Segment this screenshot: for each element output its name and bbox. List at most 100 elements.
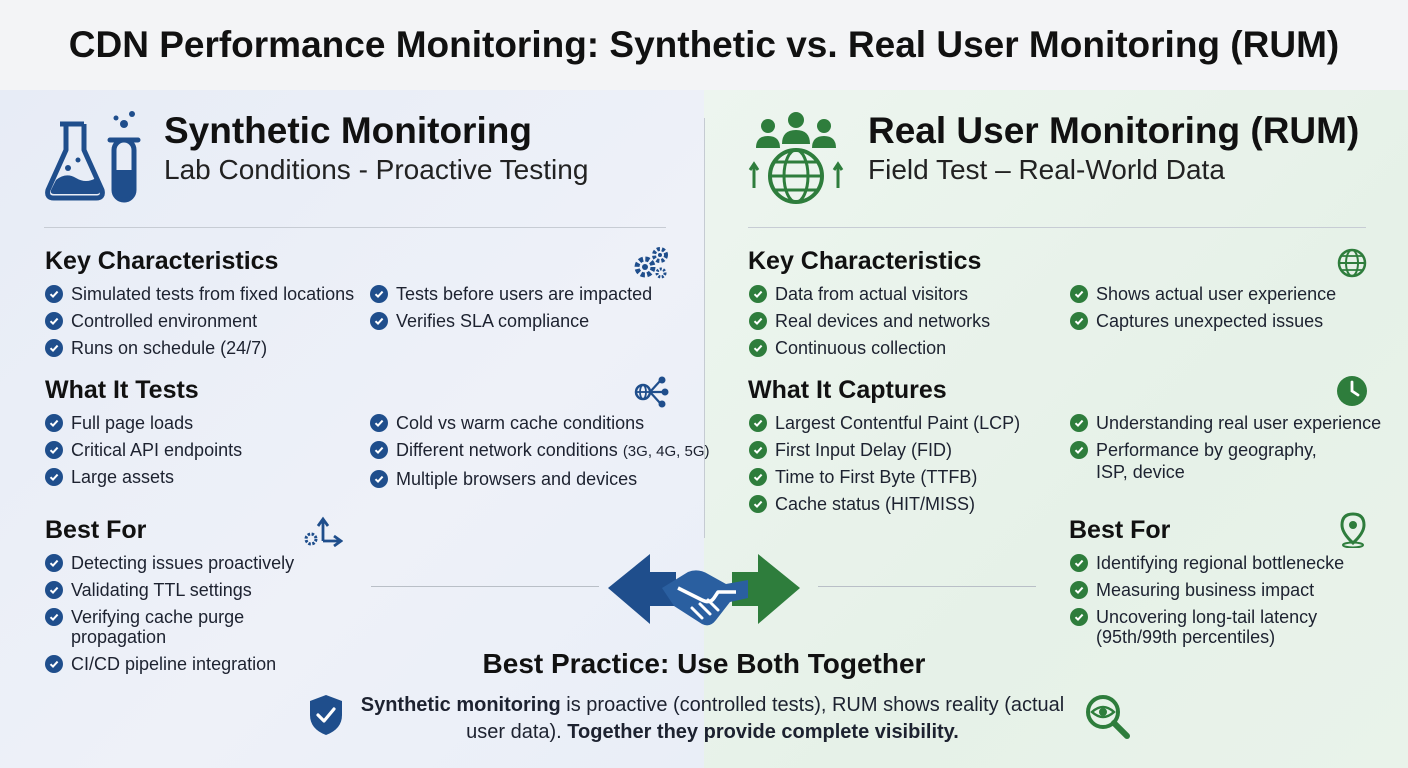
rum-characteristics-col2: Shows actual user experience Captures un…	[1070, 284, 1336, 338]
list-item: CI/CD pipeline integration	[45, 654, 294, 674]
check-icon	[370, 414, 388, 432]
rum-header: Real User Monitoring (RUM) Field Test – …	[748, 110, 1359, 206]
list-item-continuation: ISP, device	[1096, 462, 1185, 482]
network-share-icon	[634, 376, 669, 408]
check-icon	[370, 441, 388, 459]
list-item: Captures unexpected issues	[1070, 311, 1336, 331]
check-icon	[370, 312, 388, 330]
rum-captures-col2: Understanding real user experience Perfo…	[1070, 413, 1381, 489]
map-pin-icon	[1340, 512, 1366, 548]
rum-title: Real User Monitoring (RUM)	[868, 110, 1360, 151]
check-icon	[1070, 285, 1088, 303]
check-icon	[45, 581, 63, 599]
list-item: Controlled environment	[45, 311, 354, 331]
synthetic-what-it-tests-title: What It Tests	[45, 376, 199, 404]
best-practice-bold-1: Synthetic monitoring	[360, 694, 561, 716]
magnifier-eye-icon	[1086, 695, 1130, 739]
list-item: Largest Contentful Paint (LCP)	[749, 413, 1020, 433]
synthetic-best-for-list: Detecting issues proactively Validating …	[45, 553, 294, 681]
best-practice-body: is proactive (controlled tests), RUM sho…	[466, 694, 1065, 743]
check-icon	[45, 441, 63, 459]
list-item: Runs on schedule (24/7)	[45, 338, 354, 358]
list-item: Validating TTL settings	[45, 580, 294, 600]
best-practice-bold-2: Together they provide complete visibilit…	[567, 721, 959, 743]
shield-check-icon	[310, 695, 342, 735]
list-item: Cold vs warm cache conditions	[370, 413, 710, 433]
list-item: Time to First Byte (TTFB)	[749, 467, 1020, 487]
page-title: CDN Performance Monitoring: Synthetic vs…	[68, 24, 1340, 65]
check-icon	[749, 339, 767, 357]
rum-header-divider	[748, 227, 1366, 228]
synthetic-characteristics-col1: Simulated tests from fixed locations Con…	[45, 284, 354, 365]
best-practice-right-line	[818, 586, 1036, 587]
rum-panel-background	[704, 90, 1408, 768]
list-item: Critical API endpoints	[45, 440, 242, 460]
list-item-continuation: (95th/99th percentiles)	[1096, 627, 1276, 647]
check-icon	[45, 312, 63, 330]
synthetic-header: Synthetic Monitoring Lab Conditions - Pr…	[44, 110, 588, 206]
clock-icon	[1337, 376, 1367, 406]
globe-icon	[1337, 248, 1367, 278]
synthetic-title: Synthetic Monitoring	[164, 110, 532, 151]
list-item: Identifying regional bottlenecke	[1070, 553, 1344, 573]
synthetic-header-divider	[44, 227, 666, 228]
check-icon	[45, 608, 63, 626]
rum-key-characteristics-title: Key Characteristics	[748, 247, 982, 275]
check-icon	[749, 441, 767, 459]
check-icon	[749, 468, 767, 486]
list-item: Tests before users are impacted	[370, 284, 652, 304]
handshake-arrows-icon	[608, 554, 800, 626]
rum-subtitle: Field Test – Real-World Data	[868, 154, 1225, 185]
best-practice-title: Best Practice: Use Both Together	[482, 648, 926, 679]
synthetic-panel-background	[0, 90, 704, 768]
list-item: Understanding real user experience	[1070, 413, 1381, 433]
rum-captures-col1: Largest Contentful Paint (LCP) First Inp…	[749, 413, 1020, 521]
list-item: Simulated tests from fixed locations	[45, 284, 354, 304]
list-item: Data from actual visitors	[749, 284, 990, 304]
synthetic-tests-col2: Cold vs warm cache conditions Different …	[370, 413, 710, 496]
list-item: Different network conditions (3G, 4G, 5G…	[370, 440, 710, 462]
users-globe-icon	[748, 112, 844, 204]
list-item: Uncovering long-tail latency	[1070, 607, 1344, 627]
check-icon	[749, 414, 767, 432]
check-icon	[45, 468, 63, 486]
pipeline-arrows-icon	[304, 516, 343, 547]
synthetic-subtitle: Lab Conditions - Proactive Testing	[164, 154, 589, 185]
list-item: Detecting issues proactively	[45, 553, 294, 573]
check-icon	[1070, 554, 1088, 572]
list-item: Cache status (HIT/MISS)	[749, 494, 1020, 514]
check-icon	[749, 312, 767, 330]
synthetic-characteristics-col2: Tests before users are impacted Verifies…	[370, 284, 652, 338]
rum-characteristics-col1: Data from actual visitors Real devices a…	[749, 284, 990, 365]
list-item: Measuring business impact	[1070, 580, 1344, 600]
title-bar: CDN Performance Monitoring: Synthetic vs…	[0, 0, 1408, 90]
list-item: Real devices and networks	[749, 311, 990, 331]
rum-what-it-captures-title: What It Captures	[748, 376, 947, 404]
check-icon	[1070, 312, 1088, 330]
check-icon	[45, 554, 63, 572]
panel-divider	[704, 118, 705, 538]
synthetic-best-for-title: Best For	[45, 516, 147, 544]
check-icon	[1070, 608, 1088, 626]
list-item-continuation: propagation	[71, 627, 167, 647]
lab-flask-icon	[45, 111, 141, 203]
check-icon	[1070, 414, 1088, 432]
rum-best-for-list: Identifying regional bottlenecke Measuri…	[1070, 553, 1344, 654]
list-item: Large assets	[45, 467, 242, 487]
list-item: Multiple browsers and devices	[370, 469, 710, 489]
synthetic-tests-col1: Full page loads Critical API endpoints L…	[45, 413, 242, 494]
check-icon	[45, 414, 63, 432]
list-item: Continuous collection	[749, 338, 990, 358]
gears-icon	[634, 247, 668, 279]
synthetic-key-characteristics-title: Key Characteristics	[45, 247, 279, 275]
check-icon	[45, 655, 63, 673]
check-icon	[1070, 581, 1088, 599]
best-practice-left-line	[371, 586, 599, 587]
check-icon	[45, 285, 63, 303]
check-icon	[370, 285, 388, 303]
check-icon	[1070, 441, 1088, 459]
best-practice-text: Synthetic monitoring is proactive (contr…	[355, 692, 1070, 746]
check-icon	[370, 470, 388, 488]
list-item: Verifying cache purge	[45, 607, 294, 627]
check-icon	[45, 339, 63, 357]
